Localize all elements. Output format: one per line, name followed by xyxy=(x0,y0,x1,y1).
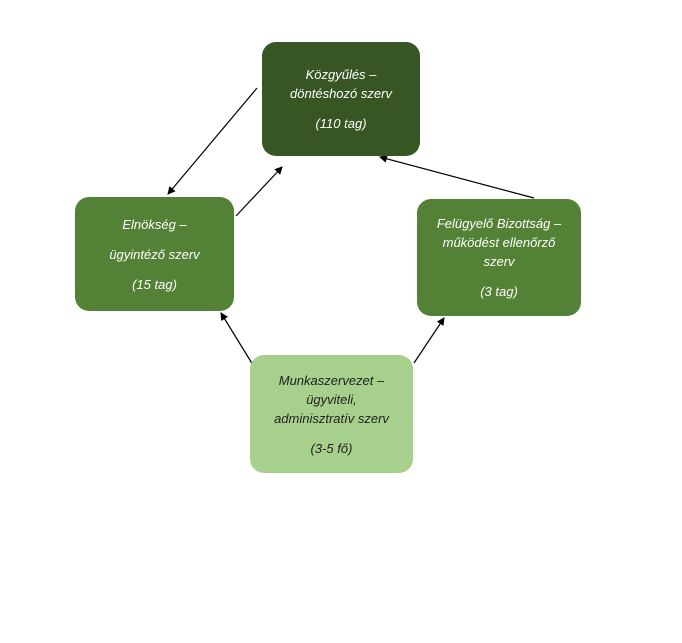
node-elnokseg-title-1: Elnökség – xyxy=(122,216,187,232)
arrow-kozgyules-to-elnokseg xyxy=(167,87,258,195)
arrow-munka-to-elnokseg xyxy=(220,312,254,366)
node-felugyelo-title-3: szerv xyxy=(483,254,515,269)
node-kozgyules: Közgyűlés – döntéshozó szerv (110 tag) xyxy=(262,42,420,156)
node-kozgyules-title-1: Közgyűlés – xyxy=(305,67,377,82)
arrow-elnokseg-to-kozgyules xyxy=(235,166,283,217)
node-munka-title-2: ügyviteli, xyxy=(306,391,357,407)
node-felugyelo-bizottsag: Felügyelő Bizottság – működést ellenőrző… xyxy=(417,199,581,316)
node-felugyelo-title-2: működést ellenőrző xyxy=(442,235,556,250)
node-munka-count: (3-5 fő) xyxy=(310,440,353,456)
node-felugyelo-count: (3 tag) xyxy=(480,284,518,299)
arrow-munka-to-felugyelo xyxy=(413,317,445,364)
node-munka-title-1: Munkaszervezet – xyxy=(278,372,385,388)
node-elnokseg-title-2: ügyintéző szerv xyxy=(109,246,200,262)
node-munka-title-3: adminisztratív szerv xyxy=(274,410,389,426)
node-kozgyules-title-2: döntéshozó szerv xyxy=(290,86,392,101)
node-elnokseg-count: (15 tag) xyxy=(132,276,177,292)
node-felugyelo-title-1: Felügyelő Bizottság – xyxy=(436,216,562,231)
node-elnokseg: Elnökség – ügyintéző szerv (15 tag) xyxy=(75,197,234,311)
arrow-felugyelo-to-kozgyules xyxy=(379,154,535,199)
node-kozgyules-count: (110 tag) xyxy=(315,116,367,131)
node-munkaszervezet: Munkaszervezet – ügyviteli, adminisztrat… xyxy=(250,355,413,473)
